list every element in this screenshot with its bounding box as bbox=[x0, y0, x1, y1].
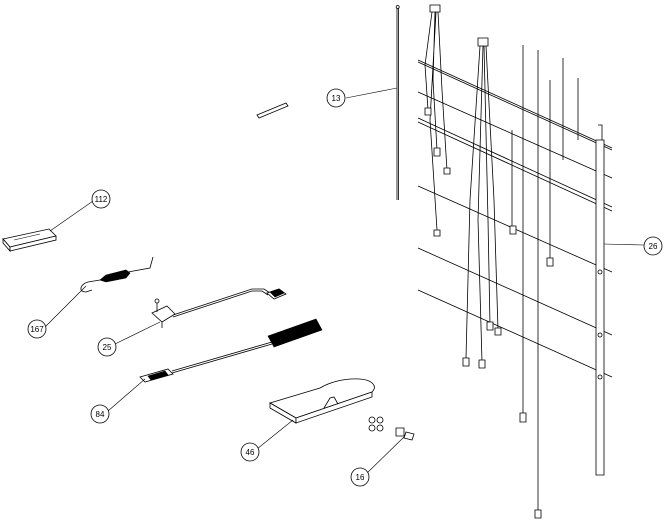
callout-label: 16 bbox=[356, 473, 365, 482]
callout-label: 112 bbox=[95, 195, 108, 204]
coiled-cable-167 bbox=[80, 256, 154, 293]
callout-26: 26 bbox=[643, 236, 663, 256]
callout-16: 16 bbox=[350, 467, 370, 487]
callout-112: 112 bbox=[91, 189, 111, 209]
callout-13: 13 bbox=[326, 88, 346, 108]
callout-25: 25 bbox=[97, 337, 117, 357]
heater-coil bbox=[267, 318, 323, 348]
short-rod bbox=[256, 102, 289, 119]
fittings-16 bbox=[368, 416, 415, 441]
tray-46 bbox=[268, 378, 375, 424]
block-112 bbox=[2, 228, 57, 253]
callout-label: 84 bbox=[96, 410, 105, 419]
callout-label: 13 bbox=[332, 94, 341, 103]
callout-label: 26 bbox=[649, 242, 658, 251]
vertical-rod-13 bbox=[395, 5, 400, 200]
callout-label: 25 bbox=[103, 343, 112, 352]
callout-84: 84 bbox=[90, 404, 110, 424]
callout-167: 167 bbox=[27, 319, 47, 339]
heater-cable-84 bbox=[139, 318, 323, 383]
plug-cable-25 bbox=[151, 288, 287, 328]
frame-assembly-26 bbox=[417, 4, 613, 519]
callout-46: 46 bbox=[240, 442, 260, 462]
callout-label: 167 bbox=[30, 325, 44, 334]
callout-label: 46 bbox=[246, 448, 255, 457]
leader-lines bbox=[44, 87, 645, 475]
